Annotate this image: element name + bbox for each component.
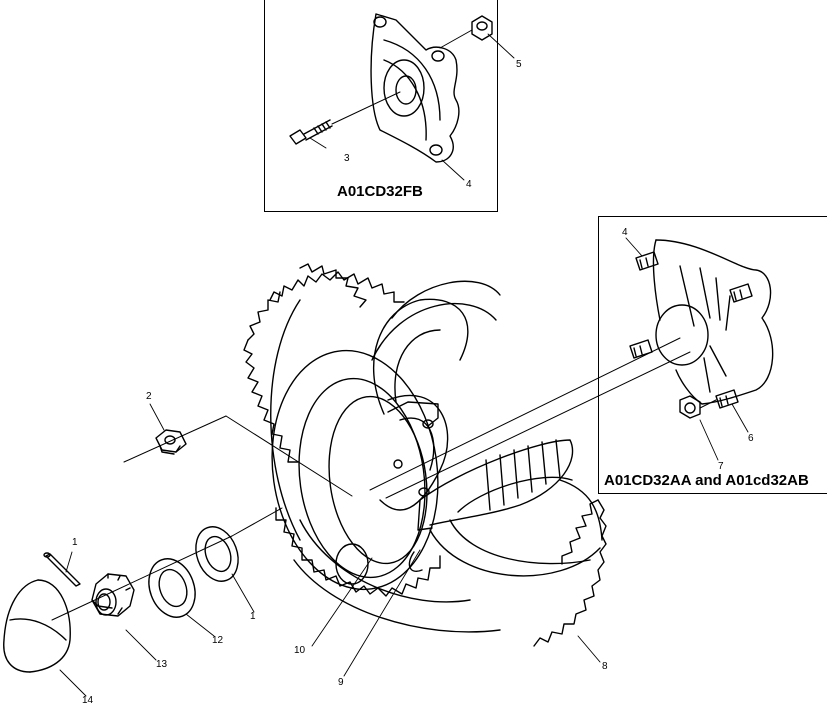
hub-assembly-top <box>289 13 493 163</box>
inset-caption-right: A01CD32AA and A01cd32AB <box>604 472 809 489</box>
callout-9: 9 <box>338 677 344 688</box>
callout-8: 8 <box>602 661 608 672</box>
hub-cap-item-14 <box>3 579 71 673</box>
inset-box-top <box>264 0 498 212</box>
nut-item-2 <box>155 429 187 455</box>
wheel-rim <box>271 298 574 591</box>
castle-nut-item-13 <box>91 573 135 617</box>
callout-1: 1 <box>72 537 78 548</box>
inset-caption-top: A01CD32FB <box>337 183 423 200</box>
callout-7: 7 <box>718 461 724 472</box>
callout-2: 2 <box>146 391 152 402</box>
washer-item-11 <box>195 526 239 582</box>
callout-5: 5 <box>516 59 522 70</box>
callout-13: 13 <box>156 659 168 670</box>
leader-lines <box>59 33 749 697</box>
callout-4-top: 4 <box>466 179 472 190</box>
tire <box>243 263 607 647</box>
washer-item-12 <box>148 558 196 618</box>
callout-4-right: 4 <box>622 227 628 238</box>
hub-assembly-right <box>629 239 774 419</box>
callout-10: 10 <box>294 645 306 656</box>
cotter-pin-item-1 <box>43 552 81 587</box>
callout-11: 1 <box>250 611 256 622</box>
callout-6: 6 <box>748 433 754 444</box>
inset-box-right <box>598 216 827 494</box>
callout-12: 12 <box>212 635 224 646</box>
callout-14: 14 <box>82 695 94 706</box>
callout-3: 3 <box>344 153 350 164</box>
